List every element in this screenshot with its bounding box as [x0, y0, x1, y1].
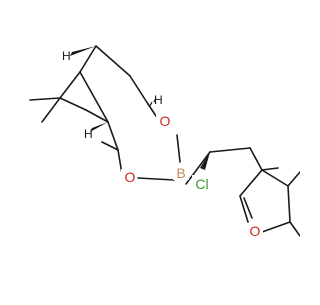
wedge-bond: [200, 152, 210, 170]
oxygen-atom: O: [125, 169, 136, 185]
bond: [101, 141, 119, 151]
bond: [79, 71, 109, 123]
stereo-bonds: [70, 46, 210, 170]
bond-lines: [29, 45, 301, 237]
bond: [59, 71, 81, 99]
bond: [249, 147, 263, 171]
atom-labels: O O B Cl O: [121, 113, 263, 239]
stereo-h: H: [62, 49, 71, 63]
bond: [287, 171, 301, 187]
bond: [107, 121, 119, 151]
stereo-h-labels: H H H: [62, 49, 163, 141]
bond: [176, 134, 181, 163]
wedge-bond: [90, 122, 108, 132]
molecule-structure: H H H O O B Cl O: [29, 45, 301, 239]
bond: [289, 221, 301, 237]
chlorine-atom: Cl: [195, 176, 208, 192]
bond: [85, 109, 109, 123]
furan-oxygen-atom: O: [250, 223, 261, 239]
bond: [239, 195, 249, 223]
bond: [79, 45, 97, 73]
structure-canvas: H H H O O B Cl O: [29, 45, 301, 239]
bond: [261, 169, 289, 187]
bond: [261, 167, 279, 171]
boron-atom: B: [176, 165, 185, 181]
stereo-h: H: [84, 127, 93, 141]
bond: [29, 97, 61, 101]
bond: [287, 185, 291, 223]
bond: [209, 147, 251, 153]
bond: [185, 151, 211, 185]
bond: [239, 169, 263, 197]
oxygen-atom: O: [160, 113, 171, 129]
bond: [129, 75, 149, 105]
wedge-bond: [70, 46, 96, 56]
bond: [59, 97, 87, 111]
stereo-h: H: [154, 93, 163, 107]
bond: [95, 45, 131, 77]
benzene-ring: [261, 167, 279, 171]
bond: [41, 97, 61, 123]
bond: [261, 221, 291, 233]
bond: [137, 177, 175, 181]
bond-double-inner: [243, 197, 253, 219]
hash-bond: [149, 97, 157, 107]
